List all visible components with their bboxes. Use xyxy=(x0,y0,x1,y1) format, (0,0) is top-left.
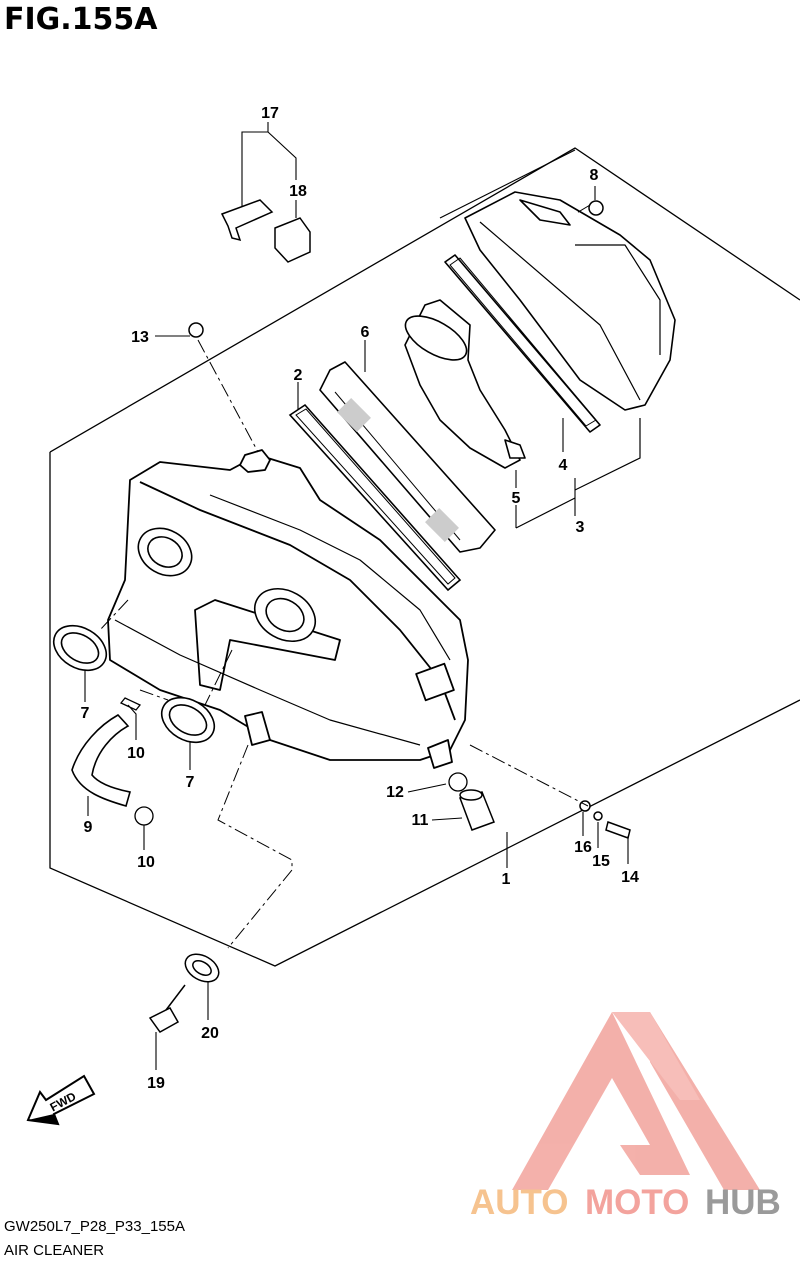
assembly-name: AIR CLEANER xyxy=(4,1242,105,1259)
drain-hose xyxy=(71,713,132,807)
drain-plug xyxy=(459,789,495,831)
dashed-leaders xyxy=(99,204,591,949)
drawing-code: GW250L7_P28_P33_155A xyxy=(4,1218,185,1235)
callout-12: 12 xyxy=(386,784,404,801)
callout-14: 14 xyxy=(621,869,639,886)
callout-10a: 10 xyxy=(127,745,145,762)
fwd-arrow-icon: FWD xyxy=(26,1074,96,1126)
assembly-boundary xyxy=(49,147,800,967)
callout-labels: 1 2 3 4 5 6 7 7 8 9 10 10 11 12 13 14 15… xyxy=(81,105,639,1092)
grommet-icon xyxy=(148,953,220,1033)
callout-17: 17 xyxy=(261,105,279,122)
watermark-moto: MOTO xyxy=(585,1183,689,1222)
intake-ring-icon xyxy=(137,527,316,643)
callout-4: 4 xyxy=(559,457,568,474)
bolt-icon xyxy=(188,200,631,839)
callout-9: 9 xyxy=(84,819,93,836)
sensor-icon xyxy=(220,199,311,263)
callout-1: 1 xyxy=(502,871,511,888)
clip-icon xyxy=(119,697,468,826)
leader-lines xyxy=(84,122,629,1070)
watermark-auto: AUTO xyxy=(470,1183,569,1222)
filter-group-frame xyxy=(439,149,641,529)
callout-7a: 7 xyxy=(81,705,90,722)
case-cover xyxy=(444,191,676,433)
callout-19: 19 xyxy=(147,1075,165,1092)
callout-7b: 7 xyxy=(186,774,195,791)
callout-16: 16 xyxy=(574,839,592,856)
callout-8: 8 xyxy=(590,167,599,184)
filter-element xyxy=(319,361,496,553)
gasket-seal xyxy=(288,403,462,592)
callout-18: 18 xyxy=(289,183,307,200)
callout-3: 3 xyxy=(576,519,585,536)
intake-duct xyxy=(404,299,526,469)
watermark-hub: HUB xyxy=(705,1183,781,1222)
callout-6: 6 xyxy=(361,324,370,341)
callout-5: 5 xyxy=(512,490,521,507)
callout-15: 15 xyxy=(592,853,610,870)
callout-13: 13 xyxy=(131,329,149,346)
callout-11: 11 xyxy=(412,812,429,829)
callout-10b: 10 xyxy=(137,854,155,871)
callout-2: 2 xyxy=(294,367,303,384)
watermark-text: AUTO MOTO HUB xyxy=(470,1183,781,1222)
clamp-icon xyxy=(52,624,216,744)
figure-title: FIG.155A xyxy=(4,2,158,37)
callout-20: 20 xyxy=(201,1025,219,1042)
watermark-logo-icon xyxy=(512,1012,760,1190)
